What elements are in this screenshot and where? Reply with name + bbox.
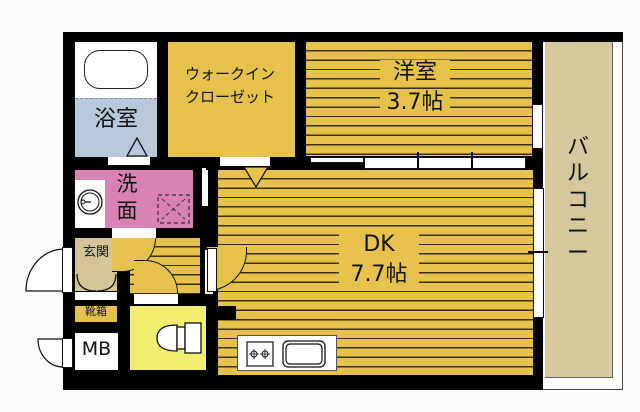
dk-left-wall [206, 168, 218, 250]
dk-left-partition [204, 170, 208, 206]
entrance-step [75, 292, 117, 300]
meter-box-door-icon[interactable] [37, 338, 65, 368]
meter-box-label: MB [81, 338, 112, 360]
kitchen-bottom-wall [63, 375, 543, 390]
sliding-door-track [310, 157, 364, 163]
dk-size: 7.7帖 [339, 262, 419, 288]
sliding-door[interactable] [364, 157, 526, 169]
shoe-box [75, 306, 117, 322]
dk-entry-triangle-icon [243, 166, 269, 188]
wic-label-line2: クローゼット [184, 88, 275, 106]
washroom-label-line2: 面 [116, 199, 138, 223]
wic-label-line1: ウォークイン [184, 65, 275, 83]
western-room-window[interactable] [532, 104, 543, 149]
stove-icon[interactable] [246, 341, 274, 367]
toilet-door[interactable] [134, 294, 178, 304]
western-room-size: 3.7帖 [380, 90, 450, 116]
sliding-door-divider [471, 152, 473, 172]
bathroom [75, 98, 157, 157]
washroom-door[interactable] [112, 228, 156, 238]
entrance [75, 238, 117, 291]
western-room-name: 洋室 [380, 60, 450, 86]
toilet-icon [156, 322, 202, 354]
front-door-frame [62, 247, 73, 293]
balcony-top-wall [543, 32, 623, 42]
dk-door[interactable] [207, 248, 217, 292]
dk-window-mark [528, 251, 548, 253]
dk-window[interactable] [533, 188, 544, 318]
sliding-door-divider [417, 152, 419, 172]
washing-machine-pan-icon [157, 194, 190, 224]
wic-door[interactable] [220, 157, 270, 166]
meter-box [75, 333, 118, 370]
entrance-double-door-icon [76, 273, 117, 292]
balcony [545, 42, 613, 378]
mb-door-frame [62, 338, 73, 368]
bathroom-label: 浴室 [93, 107, 138, 132]
bath-step-triangle-icon [126, 137, 148, 157]
walk-in-closet [168, 42, 295, 157]
bathroom-door[interactable] [108, 157, 150, 165]
kitchen-sink-icon[interactable] [282, 340, 326, 368]
shoe-box-label: 靴箱 [85, 305, 107, 318]
entrance-label: 玄関 [82, 245, 109, 260]
washbasin-icon [77, 189, 103, 215]
balcony-label: バルコニー [566, 135, 589, 266]
washbasin-area [75, 180, 105, 228]
front-door-icon[interactable] [24, 247, 66, 293]
washroom-label-line1: 洗 [116, 172, 138, 196]
toilet-wall-corner [206, 306, 236, 320]
dk-name: DK [339, 232, 419, 258]
bathtub-icon [84, 50, 148, 89]
